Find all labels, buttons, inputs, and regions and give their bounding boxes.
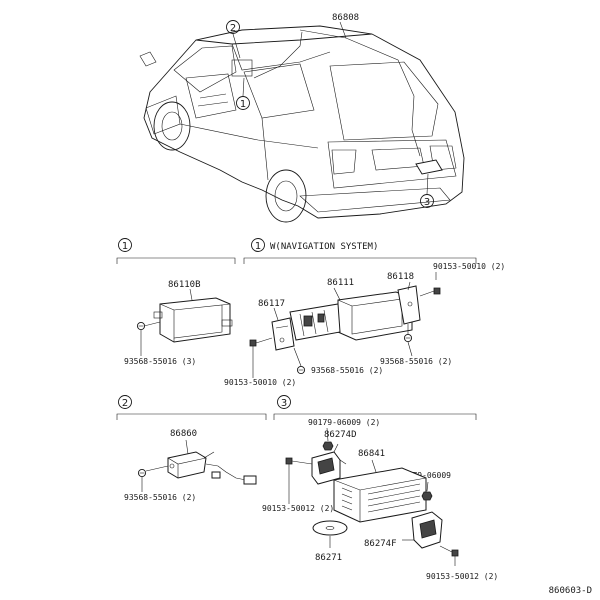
part-number-86271: 86271 <box>315 553 342 563</box>
fastener-93568-55016-right: 93568-55016 (2) <box>380 357 452 366</box>
fastener-90179-06009-top: 90179-06009 (2) <box>308 418 380 427</box>
section-3-bracket: 3 <box>273 395 477 420</box>
section-1-nav-bracket: 1 <box>243 238 477 264</box>
section-1-bracket: 1 <box>116 238 236 264</box>
navigation-computer-86841 <box>333 459 427 523</box>
map-disc-86271 <box>312 520 348 548</box>
bolt-icon <box>285 457 313 504</box>
figure-id: 860603-D <box>549 586 592 596</box>
gps-antenna-86860 <box>167 439 257 485</box>
fastener-90153-50012-left: 90153-50012 (2) <box>262 504 334 513</box>
svg-text:1: 1 <box>240 99 246 110</box>
fastener-93568-55016-mid: 93568-55016 (2) <box>311 366 383 375</box>
part-number-86110B: 86110B <box>168 280 201 290</box>
callout-circle-2-top: 2 <box>226 20 240 34</box>
part-number-86118: 86118 <box>387 272 414 282</box>
bracket-86274D <box>311 443 347 485</box>
part-number-86808: 86808 <box>332 13 359 23</box>
navigation-unit-86111 <box>271 281 421 351</box>
fastener-93568-55016-section-2: 93568-55016 (2) <box>124 493 196 502</box>
screw-icon <box>293 347 306 375</box>
fastener-90179-06009-right: 90179-06009 <box>398 471 451 480</box>
svg-text:1: 1 <box>122 241 128 252</box>
svg-text:3: 3 <box>281 398 287 409</box>
bolt-icon <box>419 272 441 297</box>
fastener-90153-50010-top: 90153-50010 (2) <box>433 262 505 271</box>
nut-icon <box>421 481 433 501</box>
screw-icon <box>136 321 161 331</box>
svg-text:2: 2 <box>122 398 128 409</box>
part-number-86117: 86117 <box>258 299 285 309</box>
nav-system-title: W(NAVIGATION SYSTEM) <box>270 242 378 252</box>
vehicle-illustration <box>139 21 465 223</box>
svg-text:3: 3 <box>424 197 430 208</box>
part-number-86274D: 86274D <box>324 430 357 440</box>
bracket-86274F <box>402 511 443 549</box>
bolt-icon <box>249 337 273 378</box>
part-number-86274F: 86274F <box>364 539 397 549</box>
fastener-90153-50012-right: 90153-50012 (2) <box>426 572 498 581</box>
fastener-93568-55016-3: 93568-55016 (3) <box>124 357 196 366</box>
screw-icon <box>137 465 169 492</box>
display-unit-86110B <box>153 288 233 343</box>
svg-text:2: 2 <box>230 23 236 34</box>
svg-text:1: 1 <box>255 241 261 252</box>
section-2-bracket: 2 <box>116 395 267 420</box>
callout-circle-1-top: 1 <box>236 96 250 110</box>
bolt-icon <box>439 545 459 566</box>
part-number-86111: 86111 <box>327 278 354 288</box>
part-number-86860: 86860 <box>170 429 197 439</box>
screw-icon <box>403 324 413 357</box>
fastener-90153-50010-bottom: 90153-50010 (2) <box>224 378 296 387</box>
part-number-86841: 86841 <box>358 449 385 459</box>
callout-circle-3-top: 3 <box>420 194 434 208</box>
nut-icon <box>322 427 334 451</box>
